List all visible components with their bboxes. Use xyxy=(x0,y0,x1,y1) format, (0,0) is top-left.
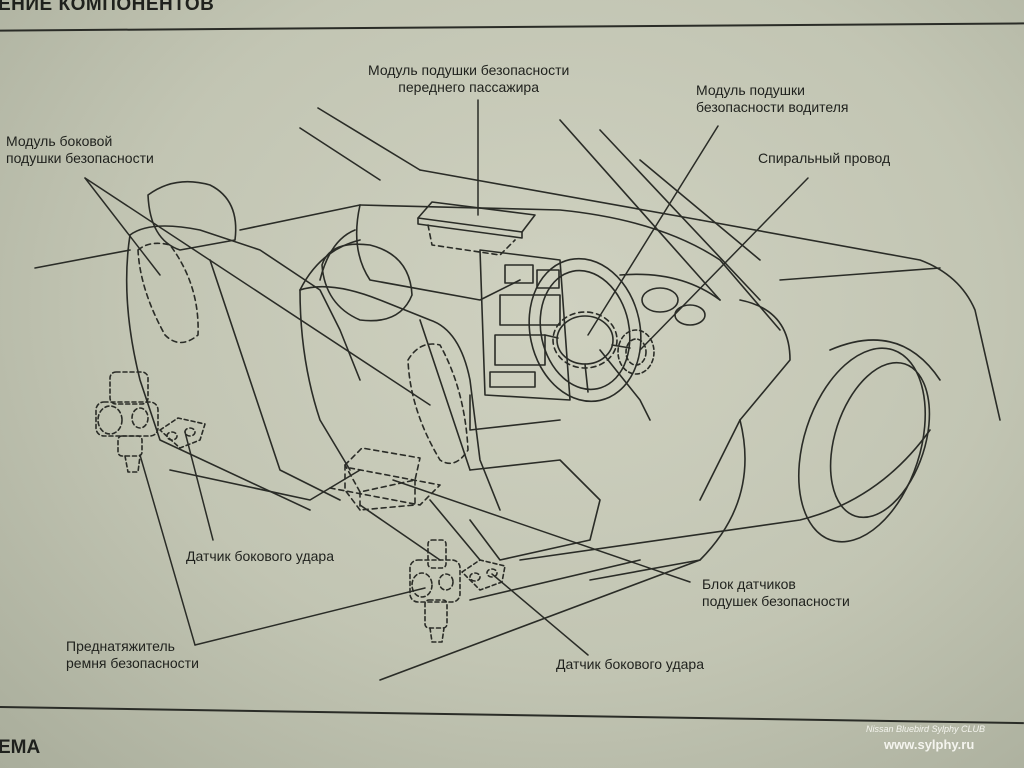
section-header: ЕНИЕ КОМПОНЕНТОВ xyxy=(0,0,215,15)
dashboard xyxy=(355,204,721,431)
driver-airbag-module xyxy=(552,311,618,369)
label-airbag-sensor-unit: Блок датчиков подушек безопасности xyxy=(702,576,850,609)
side-airbag-front xyxy=(407,343,469,465)
seatbelt-pretensioner-front xyxy=(409,539,461,643)
front-seat xyxy=(299,243,601,561)
passenger-airbag-module xyxy=(417,201,536,256)
section-footer: ЕМА xyxy=(0,737,41,758)
seatbelt-pretensioner-rear xyxy=(95,371,159,473)
label-driver-airbag-module: Модуль подушки безопасности водителя xyxy=(696,82,849,115)
side-impact-sensor-front xyxy=(461,559,506,591)
label-seatbelt-pretensioner: Преднатяжитель ремня безопасности xyxy=(66,638,199,671)
wheel xyxy=(797,339,941,543)
watermark-club: Nissan Bluebird Sylphy CLUB xyxy=(866,724,986,734)
watermark-site: www.sylphy.ru xyxy=(884,737,975,752)
label-spiral-cable: Спиральный провод xyxy=(758,150,891,166)
rear-seat xyxy=(34,180,361,511)
label-passenger-airbag-module: Модуль подушки безопасности переднего па… xyxy=(368,62,570,95)
label-side-impact-sensor-front: Датчик бокового удара xyxy=(556,656,704,672)
car-body-outline xyxy=(299,107,1001,681)
side-impact-sensor-rear xyxy=(159,417,206,449)
spiral-cable xyxy=(617,329,655,375)
label-side-airbag-module: Модуль боковой подушки безопасности xyxy=(6,133,154,166)
label-side-impact-sensor-rear: Датчик бокового удара xyxy=(186,548,334,564)
leader-lines xyxy=(84,99,809,656)
side-airbag-rear xyxy=(137,242,199,344)
